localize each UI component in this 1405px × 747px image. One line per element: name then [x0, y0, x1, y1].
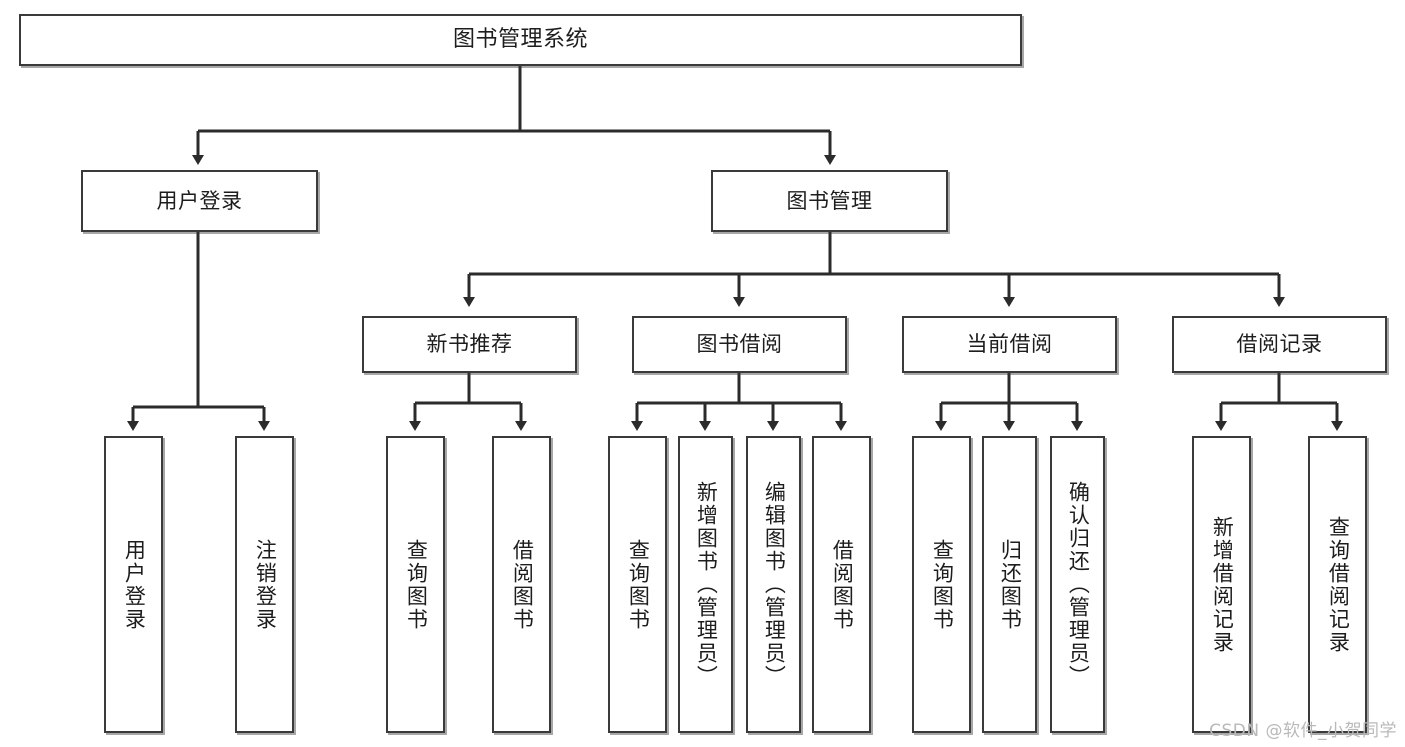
leaf-borrow-add-book-admin[interactable]: 新增图书（管理员）	[678, 436, 733, 733]
node-label: 注销登录	[253, 538, 278, 631]
leaf-current-query-book[interactable]: 查询图书	[912, 436, 971, 733]
leaf-current-confirm-return-admin[interactable]: 确认归还（管理员）	[1050, 436, 1105, 733]
leaf-borrow-borrow-book[interactable]: 借阅图书	[812, 436, 871, 733]
node-book-management[interactable]: 图书管理	[711, 170, 948, 232]
node-label: 图书管理	[786, 188, 873, 213]
node-book-borrow[interactable]: 图书借阅	[632, 316, 847, 373]
node-label: 查询图书	[404, 538, 429, 631]
node-label: 确认归还（管理员）	[1066, 481, 1091, 688]
node-user-login[interactable]: 用户登录	[81, 170, 318, 232]
csdn-watermark: CSDN @软件_小贺同学	[1209, 721, 1397, 741]
leaf-recommend-borrow-book[interactable]: 借阅图书	[492, 436, 551, 733]
leaf-borrow-query-book[interactable]: 查询图书	[608, 436, 667, 733]
node-current-borrow[interactable]: 当前借阅	[902, 316, 1117, 373]
leaf-user-login-logout[interactable]: 注销登录	[235, 436, 294, 733]
node-label: 当前借阅	[966, 332, 1053, 357]
leaf-record-query-record[interactable]: 查询借阅记录	[1308, 436, 1367, 733]
node-label: 归还图书	[998, 538, 1023, 631]
node-label: 新增图书（管理员）	[694, 481, 719, 688]
node-label: 用户登录	[156, 188, 243, 213]
node-label: 新书推荐	[426, 332, 513, 357]
node-label: 用户登录	[122, 538, 147, 631]
node-label: 编辑图书（管理员）	[762, 481, 787, 688]
node-label: 查询图书	[626, 538, 651, 631]
node-label: 查询借阅记录	[1326, 515, 1351, 654]
leaf-current-return-book[interactable]: 归还图书	[982, 436, 1037, 733]
node-label: 图书借阅	[696, 332, 783, 357]
leaf-record-add-record[interactable]: 新增借阅记录	[1192, 436, 1251, 733]
leaf-borrow-edit-book-admin[interactable]: 编辑图书（管理员）	[746, 436, 801, 733]
leaf-recommend-query-book[interactable]: 查询图书	[386, 436, 445, 733]
node-borrow-record[interactable]: 借阅记录	[1172, 316, 1387, 373]
leaf-user-login-login[interactable]: 用户登录	[104, 436, 163, 733]
node-label: 查询图书	[930, 538, 955, 631]
node-label: 新增借阅记录	[1210, 515, 1235, 654]
node-label: 借阅图书	[510, 538, 535, 631]
node-root-system[interactable]: 图书管理系统	[19, 14, 1022, 66]
node-label: 借阅记录	[1236, 332, 1323, 357]
node-new-book-recommend[interactable]: 新书推荐	[362, 316, 577, 373]
node-label: 图书管理系统	[452, 27, 588, 53]
node-label: 借阅图书	[830, 538, 855, 631]
